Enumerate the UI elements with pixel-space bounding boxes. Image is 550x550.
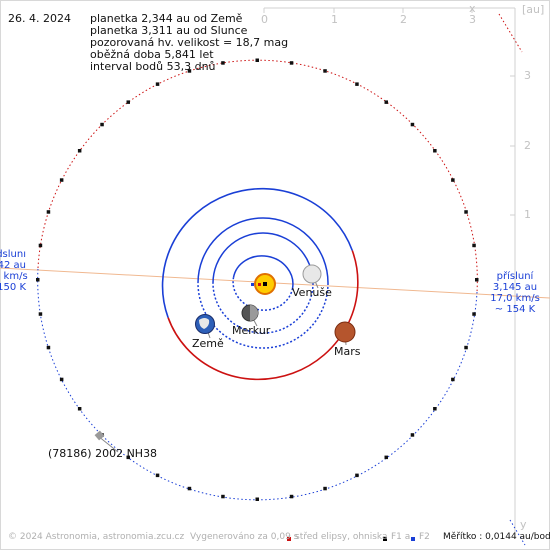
orbit-interval-point bbox=[472, 243, 476, 248]
mercury-label: Merkur bbox=[232, 324, 271, 337]
info-line-magnitude: pozorovaná hv. velikost = 18,7 mag bbox=[90, 36, 289, 49]
asteroid-label: (78186) 2002 NH38 bbox=[48, 447, 158, 460]
orbit-interval-point bbox=[475, 278, 479, 282]
earth-orbit bbox=[197, 217, 329, 349]
info-line-interval: interval bodů 53,3 dnů bbox=[90, 60, 216, 73]
legend-center-label: střed elipsy, ohniska bbox=[295, 532, 388, 542]
asteroid-icon bbox=[94, 430, 105, 441]
orbit-interval-point bbox=[323, 69, 327, 73]
y-tick-label-2: 2 bbox=[524, 139, 531, 152]
orbit-interval-point bbox=[36, 278, 40, 282]
orbit-interval-point bbox=[221, 61, 225, 65]
x-tick-label-0: 0 bbox=[261, 13, 268, 26]
y-tick-label-3: 3 bbox=[524, 69, 531, 82]
venus-icon bbox=[302, 264, 322, 284]
asteroid-marker bbox=[94, 430, 119, 453]
legend-f1-label: F1 a bbox=[391, 532, 411, 542]
orbit-interval-point bbox=[126, 100, 130, 104]
legend-f2-label: F2 bbox=[419, 532, 430, 542]
aphelion-line-4: ~ 154 K bbox=[494, 304, 536, 315]
asteroid-pointer bbox=[97, 435, 119, 453]
orbit-interval-point bbox=[355, 473, 359, 478]
asteroid-orbit bbox=[37, 13, 526, 546]
perihelion-line-1: dslunı bbox=[0, 249, 26, 260]
y-axis-label: y bbox=[520, 518, 527, 531]
mars-orbit bbox=[161, 187, 359, 381]
orbit-interval-point bbox=[255, 497, 259, 501]
mercury-orbit bbox=[232, 255, 294, 311]
perihelion-info: dslunı 42 au 0 km/s 150 K bbox=[0, 249, 28, 293]
footer-scale: Měřítko : 0,0144 au/bod bbox=[443, 532, 550, 542]
orbit-interval-point bbox=[59, 377, 64, 382]
mars-icon bbox=[334, 321, 356, 343]
orbit-interval-point bbox=[464, 210, 468, 214]
x-tick-label-2: 2 bbox=[400, 13, 407, 26]
venus-label: Venuše bbox=[292, 286, 332, 299]
mars-label: Mars bbox=[334, 345, 361, 358]
orbit-interval-point bbox=[187, 486, 192, 491]
orbit-interval-point bbox=[46, 210, 51, 214]
perihelion-line-2: 42 au bbox=[0, 260, 26, 271]
footer-generated: Vygenerováno za 0,09 s bbox=[190, 532, 299, 542]
orbit-interval-point bbox=[410, 433, 415, 437]
aphelion-line-2: 3,145 au bbox=[492, 282, 538, 293]
date: 26. 4. 2024 bbox=[8, 12, 71, 25]
orbit-interval-point bbox=[323, 486, 327, 491]
orbit-interval-point bbox=[451, 377, 455, 382]
orbit-interval-point bbox=[433, 407, 437, 411]
earth-label: Země bbox=[192, 337, 224, 350]
earth-clouds bbox=[199, 318, 210, 329]
orbit-interval-point bbox=[464, 345, 468, 350]
asteroid-orbit-points bbox=[36, 58, 479, 501]
orbit-interval-point bbox=[46, 345, 51, 350]
orbit-interval-point bbox=[451, 178, 455, 182]
orbit-interval-point bbox=[77, 407, 82, 411]
orbit-interval-point bbox=[384, 455, 388, 460]
ellipse-focus-marker bbox=[251, 283, 254, 286]
aphelion-info: přísluní 3,145 au 17,0 km/s ~ 154 K bbox=[487, 271, 543, 315]
perihelion-line-3: 0 km/s bbox=[0, 271, 28, 282]
orbit-interval-point bbox=[384, 100, 388, 104]
mercury-shading bbox=[250, 305, 258, 321]
x-axis-label: x bbox=[469, 2, 476, 15]
orbit-interval-point bbox=[410, 122, 415, 127]
orbit-interval-point bbox=[38, 312, 43, 316]
venus-orbit bbox=[212, 232, 314, 334]
orbit-interval-point bbox=[433, 149, 437, 153]
orbit-interval-point bbox=[472, 312, 476, 316]
x-tick-label-3: 3 bbox=[469, 13, 476, 26]
info-line-period: oběžná doba 5,841 let bbox=[90, 48, 214, 61]
orbit-interval-point bbox=[155, 473, 160, 478]
y-tick-label-1: 1 bbox=[524, 208, 531, 221]
orbit-interval-point bbox=[38, 243, 43, 248]
info-line-distance-sun: planetka 3,311 au od Slunce bbox=[90, 24, 248, 37]
orbit-interval-point bbox=[100, 122, 104, 127]
footer-copyright: © 2024 Astronomia, astronomia.zcu.cz bbox=[8, 532, 185, 542]
orbit-interval-point bbox=[187, 69, 192, 73]
orbit-interval-point bbox=[221, 494, 225, 499]
x-tick-label-1: 1 bbox=[331, 13, 338, 26]
orbit-interval-point bbox=[155, 82, 160, 86]
axis-unit: [au] bbox=[522, 3, 545, 16]
orbit-interval-point bbox=[126, 455, 130, 460]
orbit-interval-point bbox=[289, 61, 294, 65]
legend-f2-dot bbox=[411, 537, 415, 541]
aphelion-line-3: 17,0 km/s bbox=[490, 293, 540, 304]
orbit-interval-point bbox=[355, 82, 359, 86]
orbit-interval-point bbox=[289, 494, 294, 499]
sun-focus-marker bbox=[263, 282, 267, 286]
perihelion-line-4: 150 K bbox=[0, 282, 26, 293]
aphelion-line-1: přísluní bbox=[496, 271, 534, 282]
info-line-distance-earth: planetka 2,344 au od Země bbox=[90, 12, 243, 25]
orbit-interval-point bbox=[255, 58, 259, 62]
ellipse-center-marker bbox=[258, 283, 261, 286]
orbit-interval-point bbox=[77, 149, 82, 153]
legend-center-dot bbox=[287, 537, 291, 541]
legend-f1-dot bbox=[383, 537, 387, 541]
orbit-interval-point bbox=[59, 178, 64, 182]
